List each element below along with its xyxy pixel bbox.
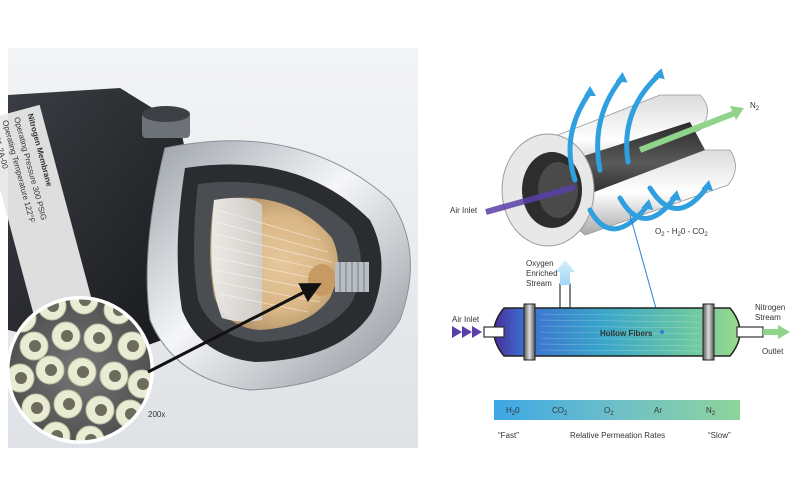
fiber-bore [15, 372, 27, 384]
outlet-label: Outlet [762, 347, 784, 356]
permeate-arrow [647, 183, 711, 211]
fiber-bore [45, 364, 57, 376]
fiber-bore [95, 404, 107, 416]
permeate-arrow-head [701, 180, 714, 191]
nitrogen-stream-label-line1: Nitrogen [755, 303, 785, 312]
permeate-arrow-head [641, 199, 654, 210]
fiber-bore [93, 332, 105, 344]
fiber-bore [77, 366, 89, 378]
membrane-photo: Nitrogen Membrane Operating Pressure 300… [0, 48, 418, 448]
module-air-inlet-label: Air Inlet [452, 315, 480, 324]
permeate-arrow [587, 202, 651, 232]
fiber-bore [79, 298, 91, 306]
tube-sheet-left [523, 303, 536, 361]
permeate-arrow [567, 89, 593, 183]
top-port-opening [142, 106, 190, 122]
relative-rates-label: Relative Permeation Rates [570, 431, 665, 440]
slow-label: “Slow” [708, 431, 731, 440]
nitrogen-stream-label-line2: Stream [755, 313, 781, 322]
magnify-pointer-arrow [147, 283, 322, 374]
gas-n2: N2 [706, 406, 716, 417]
oxygen-stream-label-line2: Enriched [526, 269, 558, 278]
hollow-fiber-tube-diagram: Air Inlet N2 O2 - H20 - CO2 [450, 68, 760, 331]
permeate-arrow-head [653, 68, 665, 80]
hollow-fibers-label: Hollow Fibers [600, 329, 653, 338]
permeate-arrow [624, 71, 663, 165]
top-air-inlet-label: Air Inlet [450, 206, 478, 215]
permeate-arrow-head [584, 86, 596, 96]
housing-label: Nitrogen Membrane Operating Pressure 300… [0, 104, 94, 324]
n2-label: N2 [750, 101, 760, 112]
oxygen-stream-label-line1: Oxygen [526, 259, 554, 268]
fiber-bore [29, 340, 41, 352]
permeate-gases-label: O2 - H20 - CO2 [655, 227, 708, 238]
gas-ar: Ar [654, 406, 662, 415]
permeate-arrow [595, 75, 625, 173]
fiber-bore [31, 402, 43, 414]
oxygen-stream-label-line3: Stream [526, 279, 552, 288]
oxygen-stream-arrow [555, 260, 575, 285]
nitrogen-outlet-arrow [763, 325, 790, 339]
fiber-bore [137, 378, 149, 390]
fiber-bore [127, 340, 139, 352]
gas-o2: O2 [604, 406, 614, 417]
gas-h2o: H20 [506, 406, 520, 417]
fiber-end-tip [308, 264, 336, 296]
threaded-fitting [335, 262, 369, 292]
module-shell [493, 307, 741, 357]
housing-text-line: N2-P1-2A-00 [0, 122, 10, 170]
fiber-bore [61, 330, 73, 342]
fast-label: “Fast” [498, 431, 519, 440]
magnification-label: 200x [148, 410, 165, 419]
permeate-arrow-head [669, 190, 682, 201]
oxygen-outlet-pipe [559, 283, 571, 309]
permeation-arrows [567, 68, 714, 232]
gas-co2: CO2 [552, 406, 568, 417]
magnified-fibers-view [6, 296, 154, 444]
permeate-arrow [617, 193, 679, 221]
module-inlet-arrows [452, 326, 482, 338]
fiber-bore [63, 398, 75, 410]
tube-sheet-right [702, 303, 715, 361]
callout-dot [660, 330, 664, 334]
membrane-module-diagram: Hollow Fibers Air Inlet Oxygen Enriched … [452, 259, 790, 361]
fiber-bore [109, 370, 121, 382]
permeate-arrow-head [615, 72, 628, 83]
rate-gradient-bar [494, 400, 740, 420]
nitrogen-outflow-arrow [638, 110, 737, 153]
permeation-rate-scale: H20 CO2 O2 Ar N2 “Fast” Relative Permeat… [494, 400, 740, 440]
